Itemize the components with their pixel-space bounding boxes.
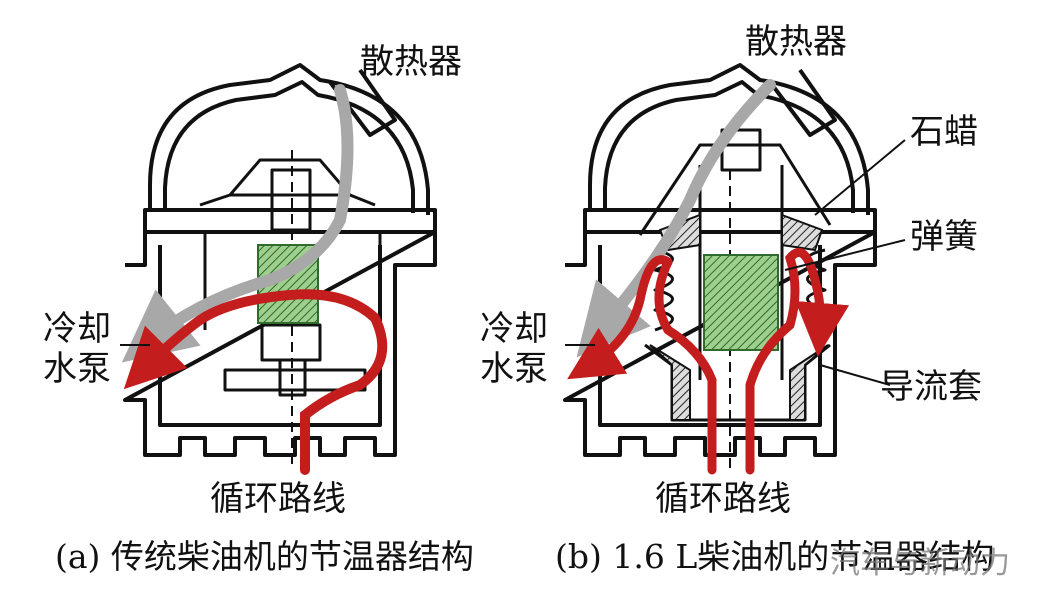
pump-label-right-1: 冷却 <box>480 309 548 349</box>
circulation-label-right: 循环路线 <box>655 479 791 519</box>
pump-label-left-2: 水泵 <box>43 349 111 389</box>
guide-sleeve-right <box>649 213 829 421</box>
housing-left <box>123 63 437 470</box>
pump-label-left-1: 冷却 <box>43 309 111 349</box>
pump-label-right-2: 水泵 <box>480 349 548 389</box>
hot-flow-left <box>123 289 388 475</box>
radiator-label-left: 散热器 <box>360 42 462 82</box>
caption-right: (b) 1.6 L柴油机的节温器结构 <box>555 537 995 576</box>
hot-flow-right-a <box>654 257 717 475</box>
cold-flow-left <box>121 84 354 363</box>
radiator-label-right: 散热器 <box>745 22 847 62</box>
guide-sleeve-label: 导流套 <box>880 367 982 407</box>
circulation-label-left: 循环路线 <box>210 479 346 519</box>
paraffin-label: 石蜡 <box>910 112 978 152</box>
paraffin-wax-right <box>703 254 779 351</box>
leader-lines <box>120 139 906 386</box>
spring-label: 弹簧 <box>910 217 978 257</box>
caption-left: (a) 传统柴油机的节温器结构 <box>55 537 474 576</box>
watermark: 汽车与新动力 <box>830 546 1010 581</box>
hot-flow-right-b <box>567 255 673 380</box>
cold-flow-right <box>576 79 776 358</box>
hot-flow-right-c <box>745 248 850 475</box>
